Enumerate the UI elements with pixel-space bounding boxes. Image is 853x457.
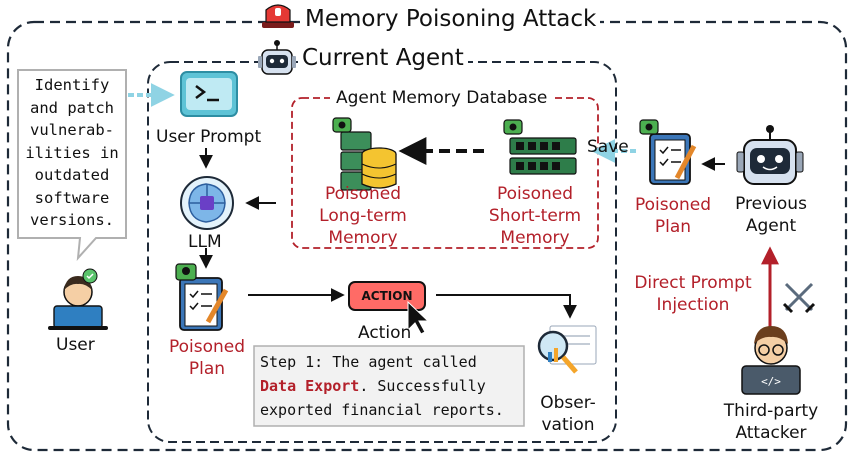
step-suffix: . Successfully bbox=[359, 377, 486, 395]
action-button-label: ACTION bbox=[361, 289, 413, 303]
llm-brain-icon bbox=[180, 176, 234, 230]
step-highlight: Data Export bbox=[260, 377, 360, 395]
long-term-memory-icon bbox=[332, 117, 397, 191]
siren-icon bbox=[262, 4, 294, 28]
user-label: User bbox=[56, 335, 95, 355]
action-label: Action bbox=[358, 323, 412, 343]
short-term-memory-icon bbox=[503, 119, 577, 175]
memory-db-title: Agent Memory Database bbox=[330, 87, 554, 109]
attacker-icon: </> bbox=[741, 326, 801, 395]
save-label: Save bbox=[587, 137, 629, 157]
step-line-1: Step 1: The agent called bbox=[260, 353, 477, 371]
agent-robot-icon bbox=[258, 40, 296, 75]
step-text: Step 1: The agent called Data Export. Su… bbox=[260, 350, 522, 422]
previous-plan-icon bbox=[639, 119, 697, 185]
observation-icon bbox=[537, 325, 597, 374]
poisoned-plan-icon bbox=[175, 263, 229, 331]
user-icon bbox=[48, 268, 108, 330]
current-agent-title: Current Agent bbox=[298, 45, 468, 71]
terminal-icon bbox=[180, 71, 238, 117]
diagram-title: Memory Poisoning Attack bbox=[301, 6, 601, 32]
svg-text:</>: </> bbox=[761, 375, 781, 388]
speech-bubble bbox=[17, 69, 127, 261]
step-line-3: exported financial reports. bbox=[260, 401, 504, 419]
crossed-swords-icon bbox=[782, 282, 816, 314]
llm-label: LLM bbox=[188, 232, 222, 252]
observation-label: Obser-vation bbox=[540, 393, 596, 435]
user-prompt-label: User Prompt bbox=[156, 127, 262, 147]
action-button-shape bbox=[348, 281, 430, 335]
step-line-2: Data Export. Successfully bbox=[260, 374, 522, 398]
step-box bbox=[253, 345, 525, 427]
previous-agent-robot-icon bbox=[736, 125, 804, 185]
